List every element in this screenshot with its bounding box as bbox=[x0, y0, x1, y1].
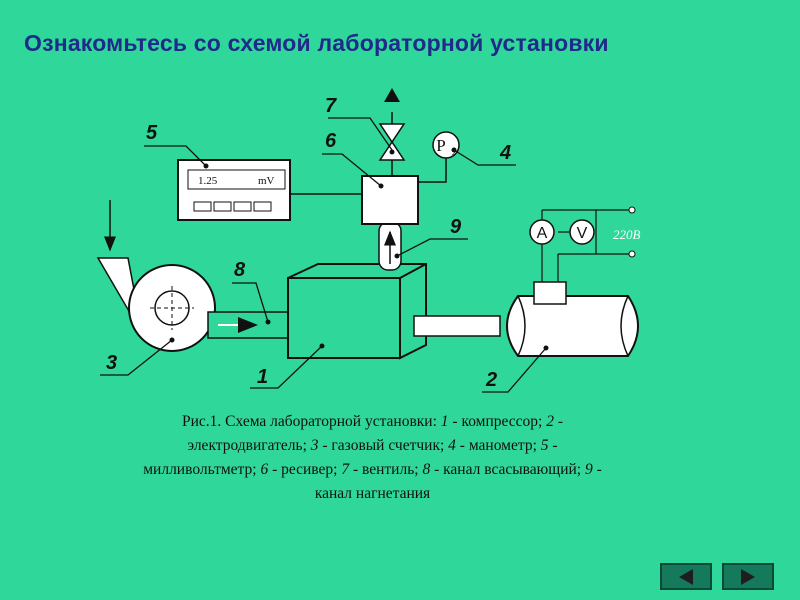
caption-text: - вентиль; bbox=[349, 461, 423, 478]
supply-voltage-label: 220B bbox=[613, 227, 641, 242]
label-2: 2 bbox=[485, 369, 497, 391]
discharge-channel bbox=[378, 221, 402, 271]
millivoltmeter: 1.25 mV bbox=[177, 159, 291, 221]
triangle-right-icon bbox=[741, 568, 755, 585]
label-5: 5 bbox=[146, 122, 158, 144]
svg-text:V: V bbox=[577, 225, 588, 242]
slide-title: Ознакомьтесь со схемой лабораторной уста… bbox=[24, 30, 609, 56]
figure-caption: Рис.1. Схема лабораторной установки: 1 -… bbox=[140, 410, 605, 506]
valve-icon bbox=[378, 88, 406, 176]
voltmeter-icon: V bbox=[569, 219, 595, 245]
caption-text: - канал всасывающий; bbox=[430, 461, 585, 478]
caption-num: 3 bbox=[310, 437, 319, 454]
caption-num: 1 bbox=[440, 413, 449, 430]
caption-text: - манометр; bbox=[455, 437, 541, 454]
caption-num: 8 bbox=[422, 461, 431, 478]
receiver bbox=[361, 175, 419, 225]
caption-text: - компрессор; bbox=[448, 413, 547, 430]
millivoltmeter-unit: mV bbox=[258, 175, 275, 187]
prev-slide-button[interactable] bbox=[660, 563, 712, 590]
caption-text: - ресивер; bbox=[268, 461, 342, 478]
caption-text: - газовый счетчик; bbox=[318, 437, 449, 454]
triangle-left-icon bbox=[679, 568, 693, 585]
label-6: 6 bbox=[325, 130, 337, 152]
caption-num: 7 bbox=[341, 461, 350, 478]
label-1: 1 bbox=[257, 366, 268, 388]
pressure-gauge-icon: P 2 bbox=[432, 131, 460, 159]
caption-text: - милливольтметр; bbox=[143, 437, 558, 478]
label-4: 4 bbox=[499, 142, 511, 164]
coupling-shaft bbox=[413, 315, 501, 337]
ammeter-icon: A bbox=[529, 219, 555, 245]
suction-channel bbox=[207, 311, 291, 339]
caption-num: 9 bbox=[584, 461, 593, 478]
label-9: 9 bbox=[450, 216, 462, 238]
caption-num: 4 bbox=[448, 437, 456, 454]
power-circuit bbox=[541, 206, 636, 282]
leader-lines bbox=[100, 117, 547, 393]
caption-num: 5 bbox=[540, 437, 549, 454]
gas-meter bbox=[96, 257, 216, 352]
label-3: 3 bbox=[106, 352, 117, 374]
caption-text: - канал нагнетания bbox=[314, 461, 602, 502]
caption-prefix: Рис.1. Схема лабораторной установки: bbox=[181, 413, 441, 430]
caption-text: - электродвигатель; bbox=[187, 413, 564, 454]
label-8: 8 bbox=[234, 259, 246, 281]
gauge-pipe bbox=[418, 158, 447, 183]
electric-motor bbox=[506, 281, 639, 357]
next-slide-button[interactable] bbox=[722, 563, 774, 590]
caption-num: 2 bbox=[546, 413, 554, 430]
caption-num: 6 bbox=[260, 461, 269, 478]
millivoltmeter-reading: 1.25 bbox=[198, 175, 218, 187]
svg-text:P: P bbox=[436, 136, 445, 155]
compressor bbox=[287, 263, 427, 360]
label-7: 7 bbox=[325, 95, 337, 117]
svg-text:A: A bbox=[537, 225, 548, 242]
